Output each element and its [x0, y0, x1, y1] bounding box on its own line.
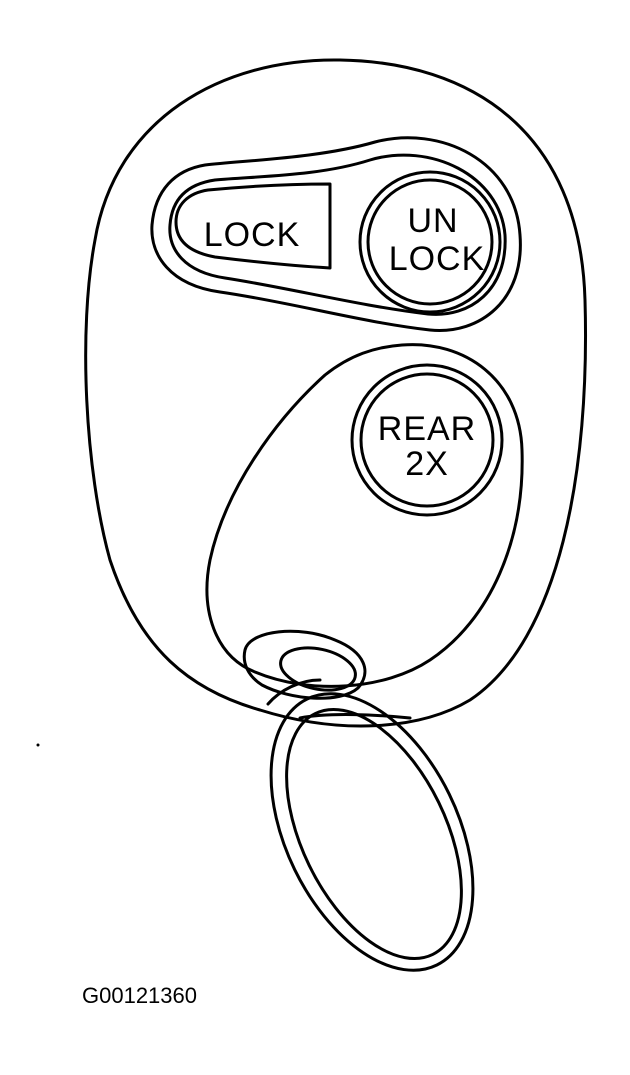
unlock-button-label-line1: UN [407, 202, 458, 240]
rear-panel [205, 343, 524, 688]
lock-unlock-panel [150, 136, 522, 332]
figure-id: G00121360 [82, 983, 197, 1008]
key-fob-icon [84, 58, 587, 728]
fob-outer-shell [84, 58, 587, 728]
unlock-button[interactable] [358, 170, 502, 314]
lock-button[interactable] [174, 182, 332, 270]
ring-loop [242, 629, 367, 700]
lock-button-label: LOCK [204, 216, 301, 254]
unlock-button-label-line2: LOCK [389, 240, 486, 278]
rear-button-label-line2: 2X [405, 445, 449, 483]
rear-button-label-line1: REAR [378, 410, 476, 448]
rear-button[interactable] [350, 363, 504, 517]
